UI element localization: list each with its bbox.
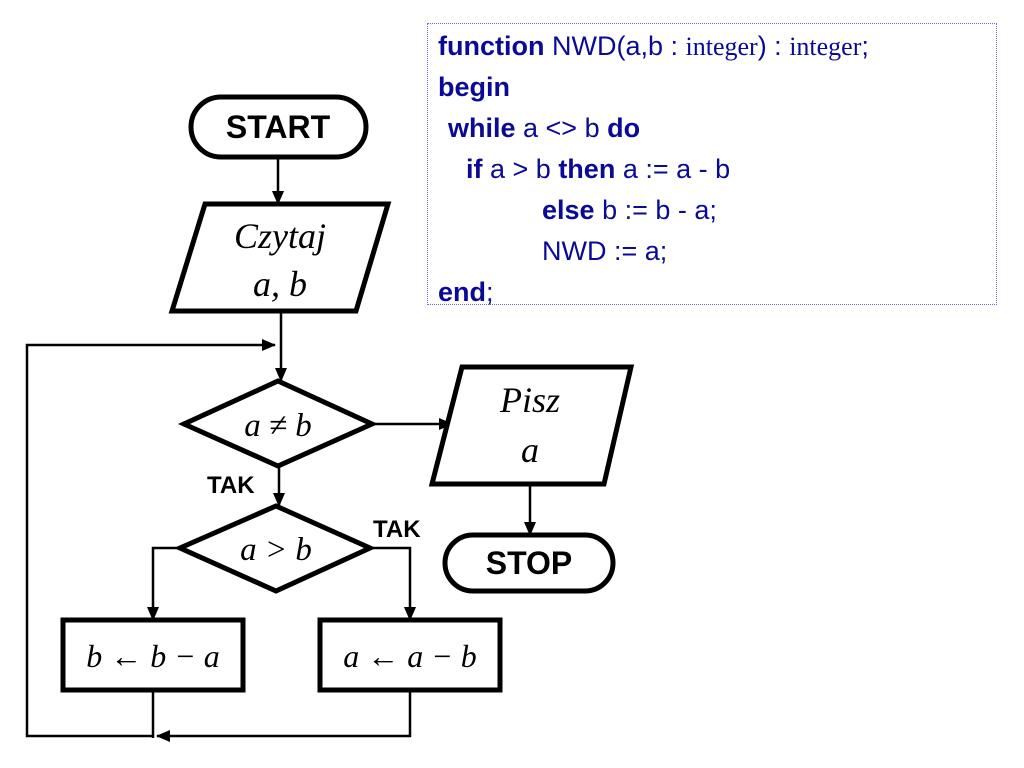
code-line-1: function NWD(a,b : integer) : integer; [438, 26, 996, 67]
code-text: NWD(a,b : [544, 31, 686, 61]
edge-cond2-left [147, 546, 180, 621]
input-label-2: a, b [253, 264, 307, 304]
edge-cond2-right [370, 546, 416, 621]
stop-label: STOP [486, 545, 573, 581]
code-line-5: else b := b - a; [438, 190, 996, 231]
yes-label-1: TAK [207, 472, 255, 499]
code-line-6: NWD := a; [438, 231, 996, 272]
code-text: NWD := a; [542, 236, 668, 266]
code-text: a <> b [515, 113, 608, 143]
process-b-minus-a-label: b ← b − a [86, 638, 220, 674]
keyword-function: function [438, 31, 545, 61]
process-b-minus-a [60, 617, 246, 693]
output-parallelogram [428, 364, 635, 487]
keyword-do: do [607, 113, 641, 143]
input-parallelogram [168, 201, 392, 314]
output-label-1: Pisz [499, 380, 560, 420]
input-label-1: Czytaj [234, 216, 326, 256]
code-line-2: begin [438, 67, 996, 108]
keyword-begin: begin [438, 72, 510, 102]
type-integer: integer [789, 32, 862, 61]
yes-label-2: TAK [373, 516, 421, 543]
decision-a-gt-b-label: a > b [240, 532, 312, 568]
code-line-7: end; [438, 272, 996, 313]
code-text: ; [861, 31, 869, 61]
type-integer: integer [685, 32, 758, 61]
stop-terminal [442, 532, 616, 594]
decision-a-gt-b [173, 503, 377, 594]
code-line-4: if a > b then a := a - b [438, 149, 996, 190]
code-listing: function NWD(a,b : integer) : integer; b… [427, 23, 997, 307]
decision-a-neq-b [177, 378, 379, 469]
edge-loop-back [25, 339, 276, 738]
keyword-end: end [438, 277, 487, 307]
code-text: b := b - a; [594, 195, 717, 225]
code-line-3: while a <> b do [438, 108, 996, 149]
decision-a-neq-b-label: a ≠ b [244, 408, 312, 444]
keyword-then: then [558, 154, 616, 184]
keyword-while: while [448, 113, 516, 143]
start-label: START [226, 109, 331, 145]
code-text: ; [486, 277, 494, 307]
edge-right-merge [156, 690, 412, 742]
start-terminal [188, 94, 369, 160]
process-a-minus-b [317, 617, 503, 693]
process-a-minus-b-label: a ← a − b [343, 638, 477, 674]
keyword-if: if [466, 154, 483, 184]
code-text: a := a - b [615, 154, 731, 184]
keyword-else: else [542, 195, 595, 225]
code-text: ) : [757, 31, 790, 61]
output-label-2: a [521, 430, 539, 470]
code-text: a > b [482, 154, 559, 184]
